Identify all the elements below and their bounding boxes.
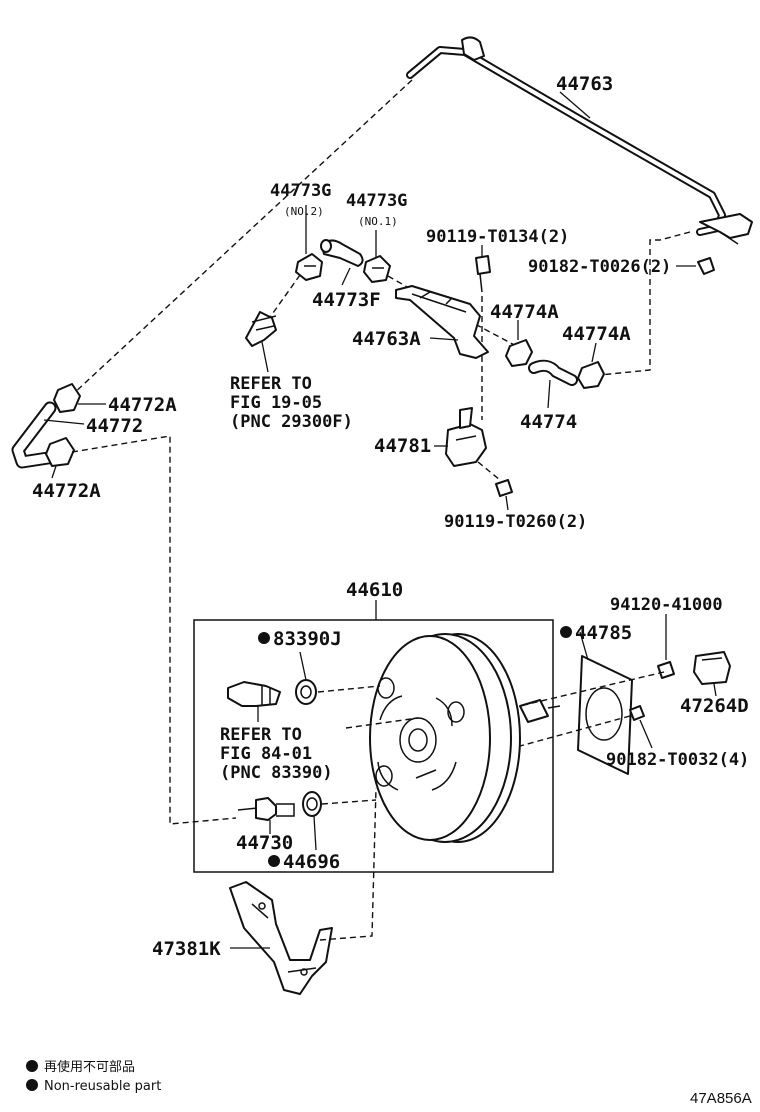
- clevis-47264d[interactable]: [693, 651, 731, 685]
- nut-94120-41000[interactable]: [657, 661, 675, 679]
- refer1-line1: REFER TO: [230, 374, 312, 394]
- hose-44773f[interactable]: [320, 239, 364, 267]
- bracket-44763a[interactable]: [395, 285, 489, 359]
- label-44772a-upper: 44772A: [108, 394, 177, 416]
- diagram-code: 47A856A: [690, 1090, 752, 1107]
- refer1-line3: (PNC 29300F): [230, 412, 353, 432]
- assembly-box-44610: [193, 619, 554, 873]
- bracket-47381k[interactable]: [229, 881, 333, 995]
- label-44610: 44610: [346, 579, 403, 601]
- label-44773g-no1-sub: (NO.1): [358, 215, 398, 228]
- fitting-refer-29300f[interactable]: [245, 311, 277, 373]
- clip-44773g-no2[interactable]: [295, 253, 323, 281]
- label-44763a: 44763A: [352, 328, 421, 350]
- label-44785: 44785: [575, 622, 632, 644]
- non-reusable-dot-83390j: [258, 632, 270, 644]
- non-reusable-dot-44696: [268, 855, 280, 867]
- clip-44774a-right[interactable]: [577, 361, 605, 389]
- nut-90182-t0032[interactable]: [629, 705, 645, 721]
- label-44774a-right: 44774A: [562, 323, 631, 345]
- gasket-44785[interactable]: [577, 655, 633, 775]
- refer2-line3: (PNC 83390): [220, 763, 333, 783]
- label-94120-41000: 94120-41000: [610, 595, 723, 615]
- bolt-90119-t0260[interactable]: [495, 479, 513, 497]
- label-90119-t0134: 90119-T0134(2): [426, 227, 569, 247]
- bracket-44781[interactable]: [445, 407, 487, 467]
- label-44730: 44730: [236, 832, 293, 854]
- clip-44773g-no1[interactable]: [363, 255, 391, 283]
- label-90119-t0260: 90119-T0260(2): [444, 512, 587, 532]
- label-44773g-no2: 44773G: [270, 181, 331, 201]
- label-44772a-lower: 44772A: [32, 480, 101, 502]
- legend-text-en: Non-reusable part: [44, 1079, 161, 1094]
- nut-90182-t0026[interactable]: [697, 257, 715, 275]
- label-47264d: 47264D: [680, 695, 749, 717]
- legend-dot-en: [26, 1079, 38, 1091]
- label-90182-t0026: 90182-T0026(2): [528, 257, 671, 277]
- vacuum-pipe-44763[interactable]: [406, 36, 753, 245]
- clip-44774a-left[interactable]: [505, 339, 533, 367]
- legend-text-jp: 再使用不可部品: [44, 1059, 135, 1075]
- bolt-90119-t0134[interactable]: [475, 255, 491, 293]
- grommet-83390j[interactable]: [295, 679, 317, 705]
- label-44774: 44774: [520, 411, 577, 433]
- hose-44772[interactable]: [11, 401, 57, 469]
- hose-44774[interactable]: [528, 359, 578, 386]
- label-83390j: 83390J: [273, 628, 342, 650]
- legend-dot-jp: [26, 1060, 38, 1072]
- refer1-line2: FIG 19-05: [230, 393, 322, 413]
- label-44696: 44696: [283, 851, 340, 873]
- clip-44772a-upper[interactable]: [53, 383, 81, 413]
- label-44773g-no2-sub: (NO.2): [284, 205, 324, 218]
- grommet-44696[interactable]: [302, 791, 322, 817]
- label-44763: 44763: [556, 73, 613, 95]
- check-valve-44730[interactable]: [237, 797, 295, 834]
- non-reusable-dot-44785: [560, 626, 572, 638]
- label-44773f: 44773F: [312, 289, 381, 311]
- refer2-line1: REFER TO: [220, 725, 302, 745]
- label-90182-t0032: 90182-T0032(4): [606, 750, 749, 770]
- label-44774a-left: 44774A: [490, 301, 559, 323]
- fitting-refer-83390[interactable]: [227, 681, 281, 722]
- clip-44772a-lower[interactable]: [45, 437, 75, 467]
- label-44772: 44772: [86, 415, 143, 437]
- brake-booster-44610[interactable]: [369, 633, 561, 843]
- label-44781: 44781: [374, 435, 431, 457]
- refer2-line2: FIG 84-01: [220, 744, 312, 764]
- label-47381k: 47381K: [152, 938, 221, 960]
- label-44773g-no1: 44773G: [346, 191, 407, 211]
